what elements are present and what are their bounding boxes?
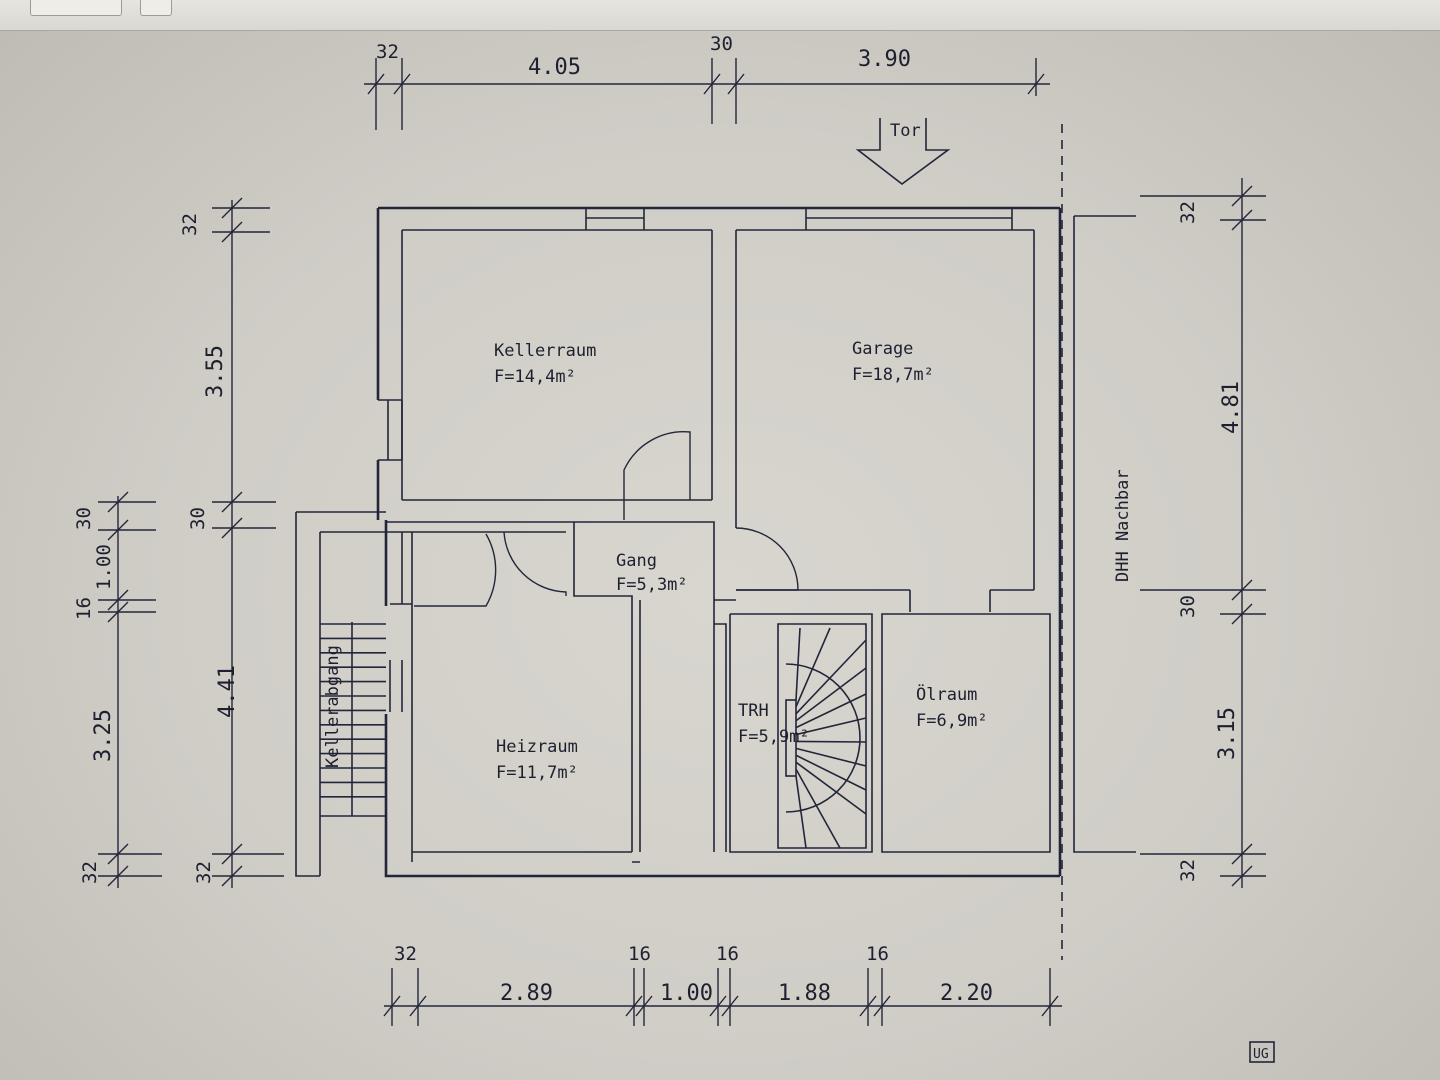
dim-left-inner-2: 3.55: [203, 345, 228, 398]
dimension-labels: 32 4.05 30 3.90 32 2.89 16 1.00 16 1.88 …: [73, 33, 1244, 1006]
dim-left-inner-5: 32: [193, 861, 215, 884]
spiral-stair-step: [795, 693, 867, 729]
dim-bottom-5: 16: [716, 943, 739, 965]
spiral-stair-step: [795, 768, 841, 849]
room-kellerraum-area: F=14,4m²: [494, 367, 576, 387]
dim-right-4: 3.15: [1215, 707, 1240, 760]
room-oelraum-name: Ölraum: [916, 683, 977, 705]
toolbar-field[interactable]: [30, 0, 122, 16]
dim-left-inner-1: 32: [179, 213, 201, 236]
dim-right-5: 32: [1177, 859, 1199, 882]
dim-left-outer-2: 1.00: [93, 544, 115, 590]
room-oelraum-area: F=6,9m²: [916, 711, 988, 731]
spiral-stair-step: [795, 740, 867, 743]
room-labels: Kellerraum F=14,4m² Garage F=18,7m² Gang…: [323, 339, 1133, 783]
spiral-stair-newel: [785, 699, 797, 777]
neighbor-label: DHH Nachbar: [1113, 469, 1133, 582]
room-garage-area: F=18,7m²: [852, 365, 934, 385]
dim-right-3: 30: [1177, 595, 1199, 618]
dim-bottom-2: 2.89: [500, 981, 553, 1006]
room-heizraum-name: Heizraum: [496, 737, 578, 757]
dim-left-inner-4: 4.41: [215, 665, 240, 718]
dim-left-outer-4: 3.25: [91, 709, 116, 762]
dim-bottom-7: 16: [866, 943, 889, 965]
dim-top-4: 3.90: [858, 47, 911, 72]
room-garage-name: Garage: [852, 339, 913, 359]
gate-arrow-icon: [855, 118, 951, 186]
dim-top-2: 4.05: [528, 55, 581, 80]
spiral-stairs: [785, 627, 867, 849]
room-trh-area: F=5,9m²: [738, 727, 810, 747]
room-gang-name: Gang: [616, 551, 657, 571]
spiral-stair-step: [795, 627, 801, 701]
dim-left-outer-5: 32: [79, 861, 101, 884]
dimension-lines: [98, 58, 1266, 1026]
walls: [295, 124, 1136, 960]
dim-bottom-4: 1.00: [660, 981, 713, 1006]
dim-left-inner-3: 30: [187, 507, 209, 530]
viewer-toolbar: [0, 0, 1440, 31]
spiral-stair-step: [795, 775, 807, 849]
toolbar-button[interactable]: [140, 0, 172, 16]
room-kellerraum-name: Kellerraum: [494, 341, 596, 361]
dim-bottom-3: 16: [628, 943, 651, 965]
spiral-stair-step: [795, 639, 867, 715]
spiral-stair-step: [795, 717, 867, 736]
dim-bottom-6: 1.88: [778, 981, 831, 1006]
dim-top-3: 30: [710, 33, 733, 55]
spiral-stair-step: [795, 747, 867, 767]
floor-tag: UG: [1253, 1047, 1269, 1062]
spiral-stair-step: [795, 754, 867, 791]
room-trh-name: TRH: [738, 701, 769, 721]
spiral-stair-step: [795, 627, 831, 708]
dim-left-outer-3: 16: [73, 597, 95, 620]
spiral-stair-step: [795, 667, 867, 722]
dim-bottom-1: 32: [394, 943, 417, 965]
room-heizraum-area: F=11,7m²: [496, 763, 578, 783]
dim-top-1: 32: [376, 41, 399, 63]
spiral-stair-step: [795, 761, 867, 815]
dim-right-1: 32: [1177, 201, 1199, 224]
dim-right-2: 4.81: [1219, 381, 1244, 434]
room-gang-area: F=5,3m²: [616, 575, 688, 595]
spiral-stair-arc: [785, 663, 861, 813]
cellar-stairs-label: Kellerabgang: [323, 645, 343, 768]
doors: [414, 431, 799, 607]
floor-tag-box: [1249, 1041, 1275, 1063]
gate-label: Tor: [890, 121, 921, 141]
dim-left-outer-1: 30: [73, 507, 95, 530]
dim-bottom-8: 2.20: [940, 981, 993, 1006]
cellar-stairs: [320, 622, 386, 816]
